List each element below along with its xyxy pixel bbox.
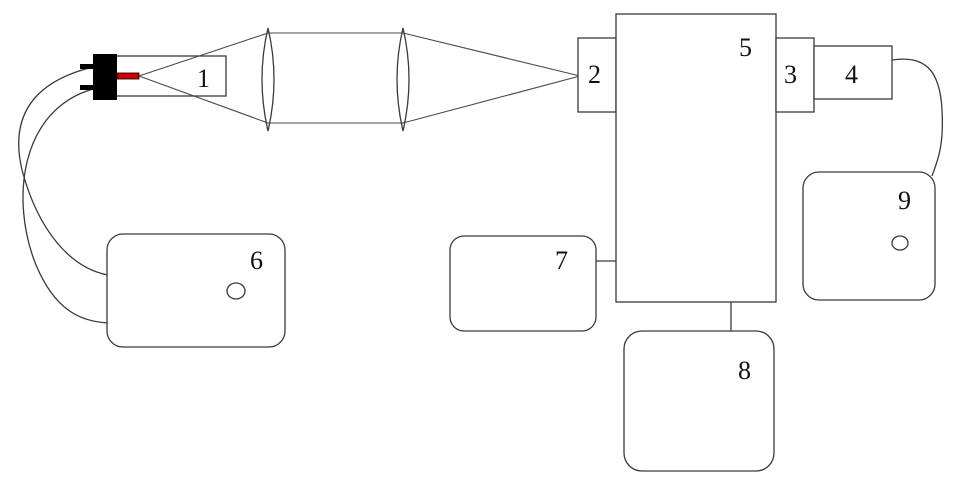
knob-9 (891, 235, 909, 251)
source-housing (109, 55, 227, 97)
knob-6 (226, 282, 246, 300)
unit-box-7 (449, 235, 597, 332)
label-6: 6 (250, 246, 263, 275)
label-3: 3 (784, 60, 797, 89)
beam-converge-bottom (402, 75, 581, 124)
beam-diverge-bottom (138, 75, 269, 124)
label-5: 5 (739, 33, 752, 62)
exit-port (775, 37, 815, 113)
unit-box-8 (623, 330, 775, 472)
cable-upper (18, 66, 109, 276)
connector-pin-lower (80, 85, 94, 90)
label-4: 4 (845, 60, 858, 89)
laser-emitter (116, 72, 140, 80)
label-8: 8 (738, 356, 751, 385)
lens-2 (396, 27, 410, 132)
label-1: 1 (197, 64, 210, 93)
beam-converge-top (402, 32, 581, 77)
connector-block (93, 54, 117, 100)
beam-diverge-top (138, 32, 269, 77)
label-2: 2 (588, 60, 601, 89)
connector-pin-upper (80, 64, 94, 69)
controller-box-6 (106, 233, 286, 348)
label-9: 9 (898, 186, 911, 215)
entrance-port (577, 37, 617, 113)
unit-box-9 (802, 171, 936, 301)
main-unit (615, 13, 777, 303)
lens-1 (261, 27, 275, 132)
detector (813, 45, 893, 100)
cable-detector-to-9 (891, 58, 944, 177)
cable-lower (22, 88, 111, 324)
label-7: 7 (555, 246, 568, 275)
